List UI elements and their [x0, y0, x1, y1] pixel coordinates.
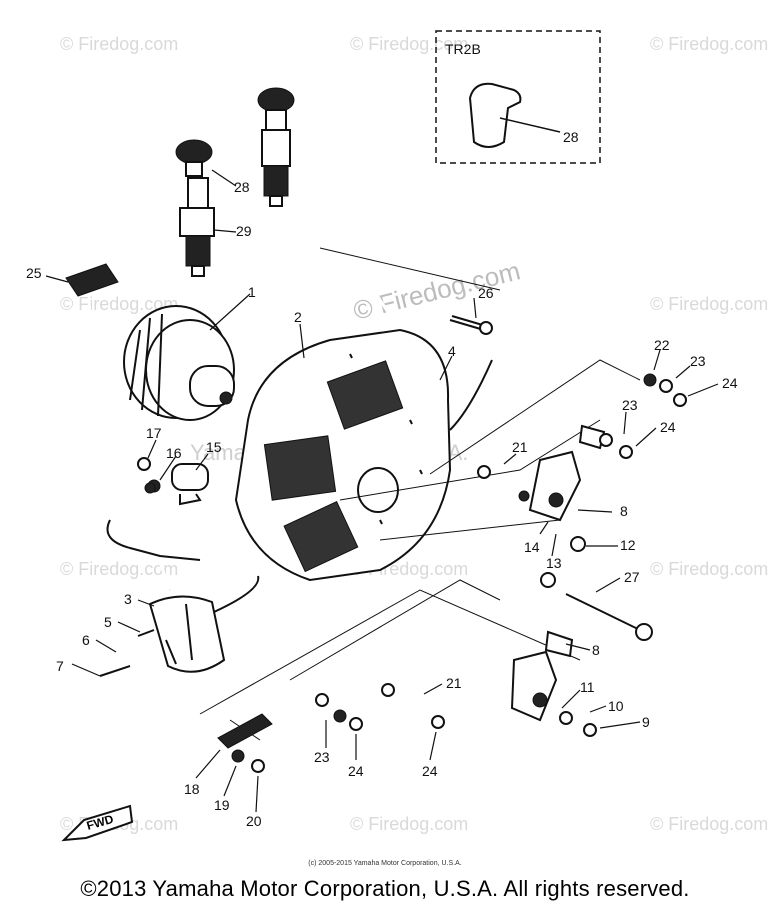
ignition-coil	[148, 575, 260, 673]
callout-21-upper: 21	[512, 439, 528, 455]
diagram-copyright: (c) 2005-2015 Yamaha Motor Corporation, …	[308, 860, 462, 867]
callout-23-top: 23	[690, 353, 706, 369]
callout-14: 14	[524, 539, 540, 555]
callout-7: 7	[56, 658, 64, 674]
callout-18: 18	[184, 781, 200, 797]
watermark-firedog: © Firedog.com	[650, 294, 768, 314]
spark-plug-left	[179, 177, 215, 277]
callout-10: 10	[608, 698, 624, 714]
callout-17: 17	[146, 425, 162, 441]
callout-26: 26	[478, 285, 494, 301]
callout-5: 5	[104, 614, 112, 630]
spark-plug-cap-upper	[257, 87, 295, 131]
callout-28: 28	[563, 129, 579, 145]
spark-plug-cap-icon	[468, 82, 522, 148]
watermark-firedog: © Firedog.com	[650, 559, 768, 579]
contact-breaker-lower	[510, 630, 574, 722]
callout-6: 6	[82, 632, 90, 648]
callout-24-bottom-left: 24	[348, 763, 364, 779]
inset-tr2b: TR2B 28	[435, 30, 601, 164]
callout-3: 3	[124, 591, 132, 607]
spark-plug-cap-left	[175, 139, 213, 177]
callout-24-top: 24	[722, 375, 738, 391]
wire	[449, 359, 493, 431]
leader-lines	[199, 247, 641, 741]
terminal-strip	[217, 713, 273, 749]
inset-label: TR2B	[445, 41, 481, 57]
callout-4: 4	[448, 343, 456, 359]
callout-11: 11	[580, 679, 595, 695]
watermark-firedog: © Firedog.com	[650, 814, 768, 834]
condenser	[147, 463, 209, 506]
callout-24-bottom-right: 24	[422, 763, 438, 779]
spark-plug-upper	[261, 129, 291, 207]
callout-2: 2	[294, 309, 302, 325]
callout-21-lower: 21	[446, 675, 462, 691]
watermark-firedog: © Firedog.com	[650, 34, 768, 54]
rotor	[123, 305, 235, 421]
callout-9: 9	[642, 714, 650, 730]
callout-12: 12	[620, 537, 636, 553]
callouts: 1 2 3 4 5 6 7 8 8 9 10 11 12 13 14 15 16…	[26, 179, 738, 829]
callout-19: 19	[214, 797, 230, 813]
stator-plate	[234, 328, 452, 582]
callout-23-mid: 23	[622, 397, 638, 413]
callout-8-lower: 8	[592, 642, 600, 658]
callout-29: 29	[236, 223, 252, 239]
callout-24-mid: 24	[660, 419, 676, 435]
watermark-firedog: © Firedog.com	[60, 34, 178, 54]
callout-28: 28	[234, 179, 250, 195]
callout-25: 25	[26, 265, 42, 281]
callout-22: 22	[654, 337, 670, 353]
wire	[106, 519, 201, 561]
callout-leaders	[45, 169, 719, 813]
watermark-firedog: © Firedog.com	[350, 34, 468, 54]
callout-1: 1	[248, 284, 256, 300]
footer-copyright: ©2013 Yamaha Motor Corporation, U.S.A. A…	[80, 876, 690, 901]
ignition-leads	[86, 62, 434, 591]
callout-13: 13	[546, 555, 562, 571]
callout-27: 27	[624, 569, 640, 585]
fwd-marker: FWD	[61, 804, 134, 842]
hardware	[99, 315, 687, 773]
lead-clamp	[65, 263, 119, 297]
watermark-firedog: © Firedog.com	[60, 559, 178, 579]
watermark-firedog: © Firedog.com	[350, 814, 468, 834]
callout-8-upper: 8	[620, 503, 628, 519]
callout-20: 20	[246, 813, 262, 829]
callout-16: 16	[166, 445, 182, 461]
callout-15: 15	[206, 439, 222, 455]
callout-23-bottom: 23	[314, 749, 330, 765]
contact-breaker-upper	[518, 424, 606, 522]
